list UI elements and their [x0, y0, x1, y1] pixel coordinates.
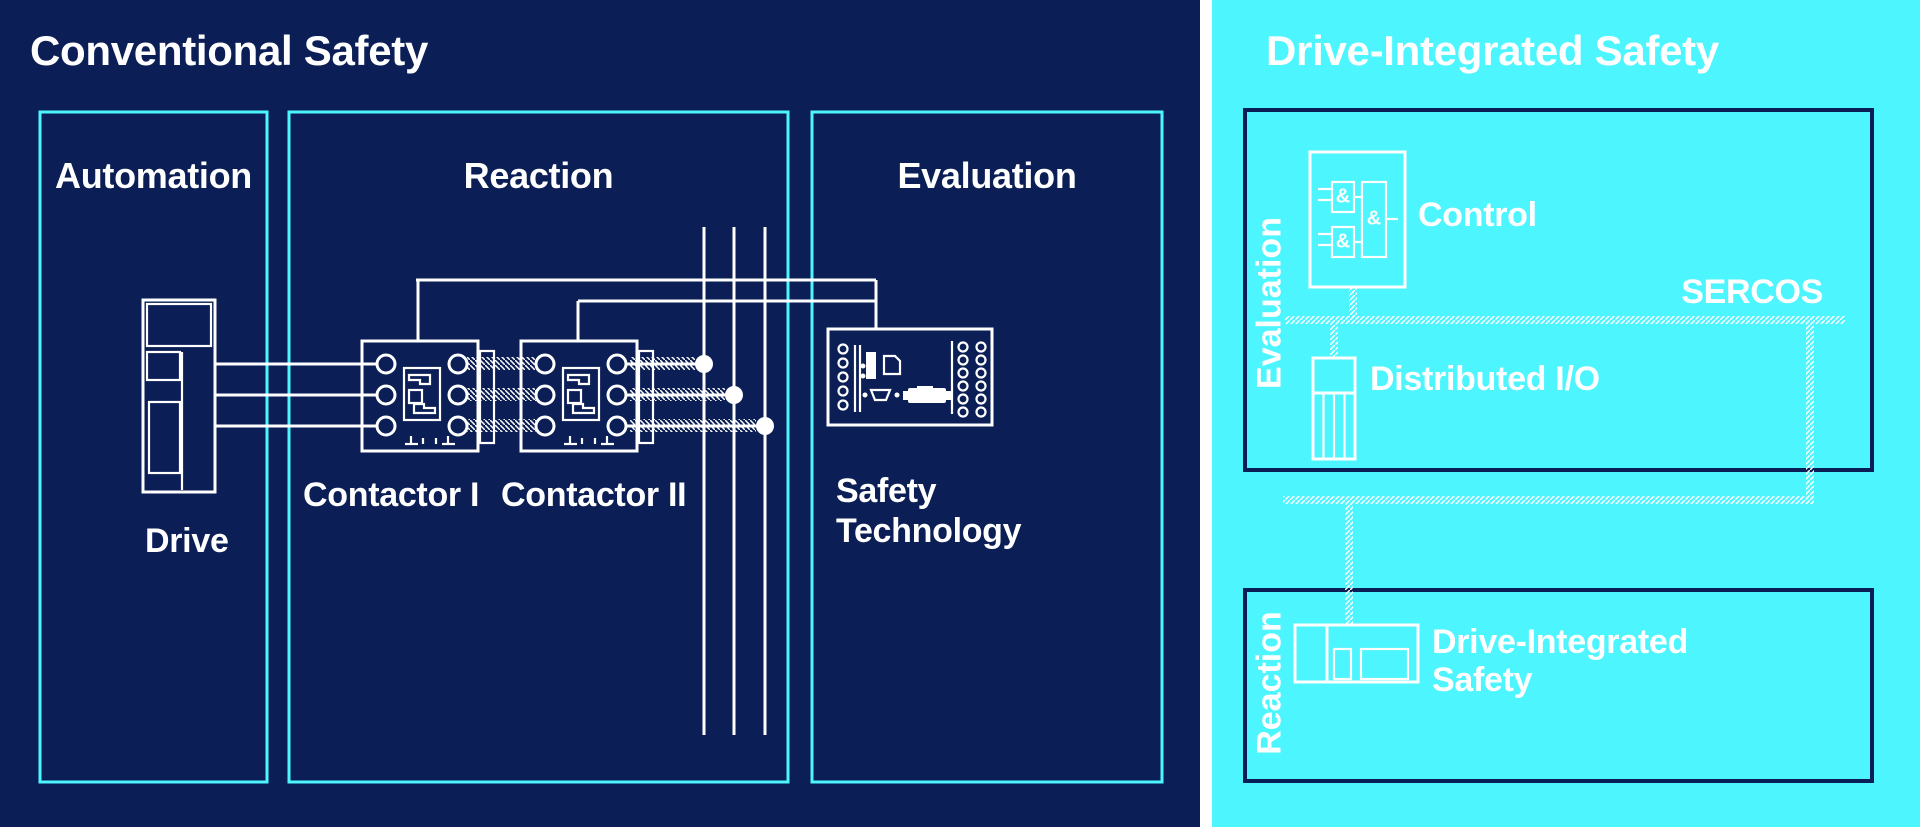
automation-box — [38, 110, 269, 784]
contactor1-icon — [360, 339, 496, 453]
and-gate-symbol: & — [1335, 230, 1351, 253]
drive-integrated-safety-panel — [1212, 0, 1920, 827]
evaluation-box-right — [1243, 108, 1874, 472]
safety-technology-line2: Technology — [836, 512, 1022, 551]
drive-integrated-safety-icon — [1293, 623, 1420, 684]
safety-technology-label: Safety Technology — [836, 471, 1022, 551]
junction-dots — [695, 355, 774, 435]
automation-label: Automation — [55, 155, 252, 196]
reaction-box — [287, 110, 790, 784]
sercos-label: SERCOS — [1681, 273, 1823, 311]
contactor2-label: Contactor II — [501, 476, 687, 514]
power-rails — [702, 227, 767, 735]
control-label: Control — [1418, 196, 1537, 234]
safety-technology-line1: Safety — [836, 472, 937, 510]
reaction-vertical-label: Reaction — [1250, 611, 1289, 755]
drive-label: Drive — [145, 522, 229, 560]
sercos-bus-hatching — [1283, 287, 1845, 625]
drive-integrated-safety-line1: Drive-Integrated — [1432, 623, 1688, 661]
evaluation-box — [810, 110, 1164, 784]
drive-integrated-safety-label: Drive-Integrated Safety — [1432, 623, 1688, 699]
drive-integrated-safety-title: Drive-Integrated Safety — [1266, 27, 1719, 74]
drive-output-wires — [215, 362, 377, 428]
distributed-io-icon — [1311, 356, 1357, 461]
drive-icon — [141, 298, 217, 494]
control-circuit-wires — [416, 278, 878, 341]
reaction-box-right — [1243, 588, 1874, 783]
safety-technology-icon — [826, 327, 994, 427]
distributed-io-label: Distributed I/O — [1370, 360, 1600, 398]
and-gate-symbol: & — [1366, 207, 1382, 230]
contactor1-label: Contactor I — [303, 476, 480, 514]
and-gate-symbol: & — [1335, 185, 1351, 208]
evaluation-label: Evaluation — [897, 155, 1077, 196]
conventional-safety-title: Conventional Safety — [30, 27, 429, 74]
control-logic-icon — [1308, 150, 1407, 289]
evaluation-vertical-label: Evaluation — [1250, 217, 1289, 389]
reaction-label: Reaction — [463, 155, 614, 196]
drive-integrated-safety-line2: Safety — [1432, 661, 1533, 700]
contactor2-icon — [519, 339, 655, 453]
